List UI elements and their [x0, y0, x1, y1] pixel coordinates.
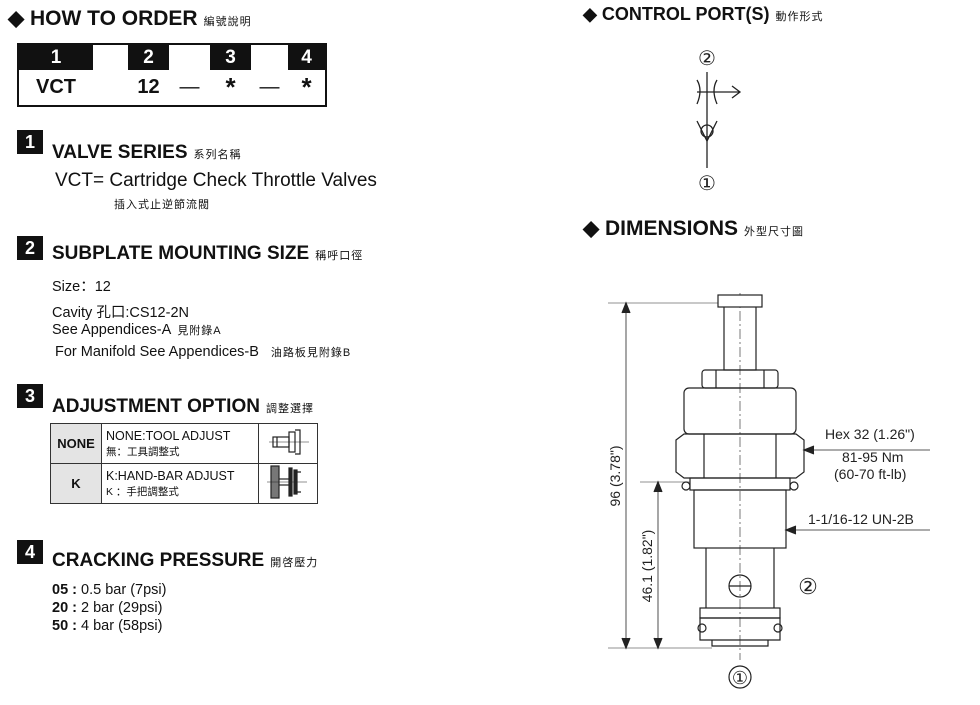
hex-label: Hex 32 (1.26")	[825, 426, 915, 442]
appendix-a: See Appendices-A 見附錄A	[52, 322, 222, 338]
code-adjust: *	[225, 72, 236, 102]
option-code: NONE	[50, 423, 102, 464]
option-desc: NONE:TOOL ADJUST	[106, 428, 231, 443]
title-cn: 調整選擇	[265, 403, 314, 415]
title-cn: 系列名稱	[193, 149, 242, 161]
title-text: SUBPLATE MOUNTING SIZE	[52, 243, 310, 264]
heading-cn: 動作形式	[775, 11, 824, 23]
code-pressure: *	[301, 72, 312, 102]
title-text: CRACKING PRESSURE	[52, 550, 265, 571]
pressure-code: 05 :	[52, 582, 77, 598]
overall-length-label: 96 (3.78")	[607, 445, 623, 506]
title-cn: 開啓壓力	[270, 557, 319, 569]
thread-label: 1-1/16-12 UN-2B	[808, 511, 914, 527]
heading-text: DIMENSIONS	[604, 217, 738, 240]
option-code: K	[50, 463, 102, 504]
list-item: 20 : 2 bar (29psi)	[52, 599, 166, 617]
section-title-3: ADJUSTMENT OPTION 調整選擇	[52, 396, 314, 418]
section-badge-2: 2	[17, 236, 43, 260]
appendix-b: For Manifold See Appendices-B 油路板見附錄B	[55, 344, 351, 360]
table-row: K K:HAND-BAR ADJUST K ：手把調整式	[50, 463, 318, 504]
key-1: 1	[18, 44, 93, 70]
key-3: 3	[210, 44, 251, 70]
key-4: 4	[288, 44, 326, 70]
port-2-label: ②	[798, 574, 818, 599]
section-badge-1: 1	[17, 130, 43, 154]
appendix-a-cn: 見附錄A	[177, 325, 222, 337]
adjustment-table: NONE NONE:TOOL ADJUST 無：工具調整式 K K:HAND-BAR …	[50, 423, 318, 504]
key-2: 2	[128, 44, 169, 70]
pressure-list: 05 : 0.5 bar (7psi) 20 : 2 bar (29psi) 5…	[52, 581, 166, 635]
dash: —	[259, 76, 280, 98]
code-size: 12	[137, 76, 160, 98]
section-badge-4: 4	[17, 540, 43, 564]
torque-ftlb-label: (60-70 ft-lb)	[834, 466, 906, 482]
size-text: Size：12	[52, 279, 111, 295]
list-item: 05 : 0.5 bar (7psi)	[52, 581, 166, 599]
section-badge-3: 3	[17, 384, 43, 408]
code-series: VCT	[36, 76, 76, 98]
hand-bar-icon	[258, 463, 318, 504]
dash: —	[179, 76, 200, 98]
title-cn: 稱呼口徑	[315, 250, 364, 262]
title-text: ADJUSTMENT OPTION	[52, 396, 260, 417]
appendix-b-cn: 油路板見附錄B	[270, 347, 352, 359]
control-symbol: ② ①	[696, 48, 742, 195]
pressure-value: 2 bar (29psi)	[77, 600, 163, 616]
heading-cn: 編號說明	[203, 16, 252, 28]
tool-adjust-icon	[258, 423, 318, 464]
section-title-2: SUBPLATE MOUNTING SIZE 稱呼口徑	[52, 243, 363, 265]
list-item: 50 : 4 bar (58psi)	[52, 617, 166, 635]
pressure-code: 50 :	[52, 618, 77, 634]
option-desc-cn: 無：工具調整式	[106, 445, 180, 458]
heading-text: HOW TO ORDER	[29, 7, 198, 30]
appendix-a-text: See Appendices-A	[52, 322, 172, 338]
appendix-b-text: For Manifold See Appendices-B	[55, 344, 259, 360]
pressure-code: 20 :	[52, 600, 77, 616]
section-title-4: CRACKING PRESSURE 開啓壓力	[52, 550, 318, 572]
port-1-label: ①	[698, 173, 716, 195]
port-2-label: ②	[698, 48, 716, 70]
section-title-1: VALVE SERIES 系列名稱	[52, 142, 242, 164]
pressure-value: 0.5 bar (7psi)	[77, 582, 167, 598]
title-text: VALVE SERIES	[52, 142, 188, 163]
dimension-drawing	[608, 293, 930, 689]
pressure-value: 4 bar (58psi)	[77, 618, 163, 634]
control-port-heading: ◆ CONTROL PORT(S)動作形式	[583, 4, 824, 24]
lower-length-label: 46.1 (1.82")	[639, 530, 655, 603]
cavity-text: Cavity 孔口:CS12-2N	[52, 305, 189, 321]
table-row: NONE NONE:TOOL ADJUST 無：工具調整式	[50, 423, 318, 464]
series-desc-cn: 插入式止逆節流閥	[114, 199, 210, 211]
torque-nm-label: 81-95 Nm	[842, 449, 903, 465]
heading-text: CONTROL PORT(S)	[601, 4, 770, 24]
heading-cn: 外型尺寸圖	[744, 226, 804, 238]
option-desc-cn: K ：手把調整式	[106, 485, 179, 498]
option-desc: K:HAND-BAR ADJUST	[106, 468, 235, 483]
series-desc: VCT= Cartridge Check Throttle Valves	[55, 170, 377, 191]
port-1-label: ①	[732, 668, 748, 688]
